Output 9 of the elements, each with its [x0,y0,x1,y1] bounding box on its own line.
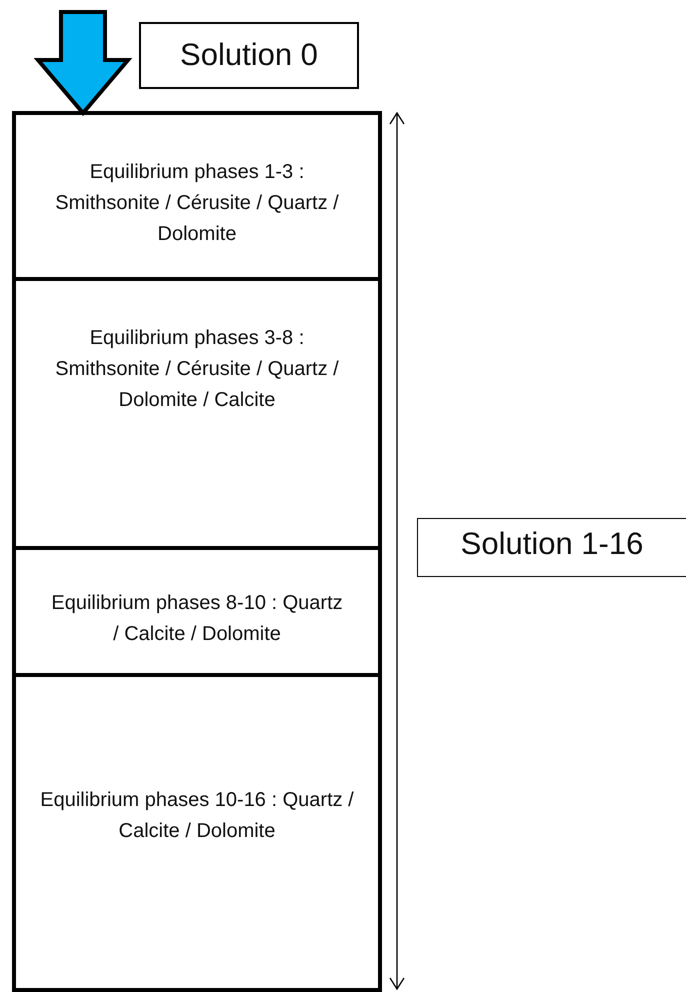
solution-label: Solution 1-16 [460,525,644,563]
phase-label: Equilibrium phases 1-3 : Smithsonite / Cérusite / Quartz / Dolomite [54,160,340,247]
phase-label: Equilibrium phases 3-8 : Smithsonite / Cérusite / Quartz / Dolomite / Calcite [54,326,340,413]
phase-label: Equilibrium phases 8-10 : Quartz / Calcite / Dolomite [50,591,344,647]
block-arrow [34,10,132,116]
solution-label: Solution 0 [179,36,319,74]
label-box [417,518,686,577]
label-box [139,22,359,89]
phase-label: Equilibrium phases 10-16 : Quartz / Calcite / Dolomite [39,788,355,844]
